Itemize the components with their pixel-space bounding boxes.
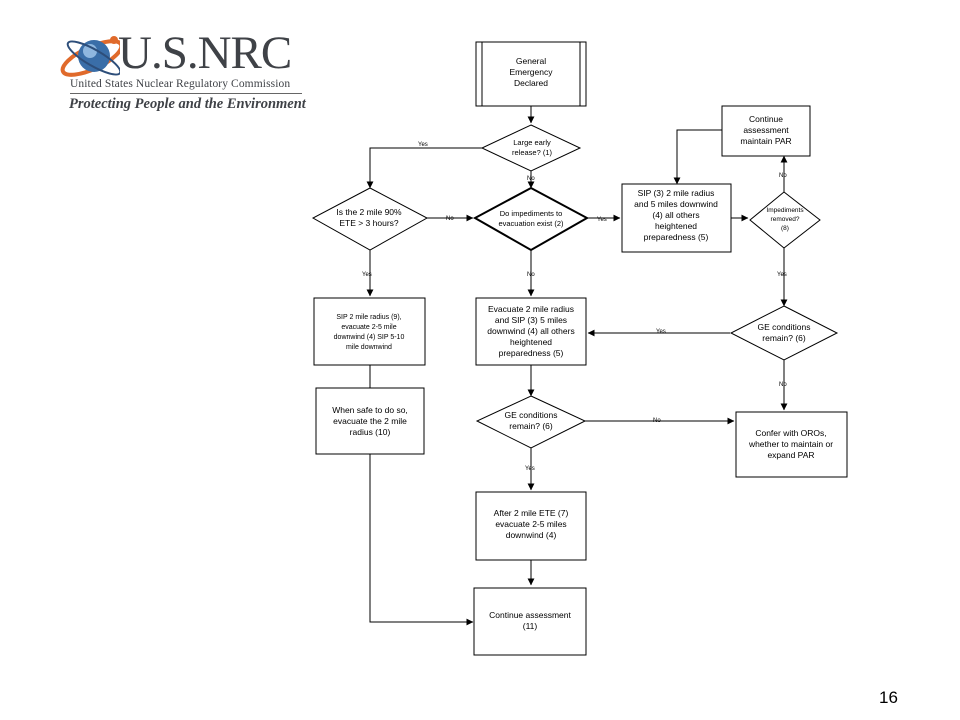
node-text-line: Do impediments to: [500, 209, 563, 218]
decision-impediments-removed: [749, 191, 821, 249]
edge-label-ete-no: No: [446, 216, 454, 222]
node-text-line: evacuation exist (2): [498, 219, 564, 228]
edge-label-large-no: No: [527, 176, 535, 182]
edge-label-removed-yes: Yes: [777, 272, 787, 278]
node-text-line: SIP (3) 2 mile radius: [638, 188, 715, 198]
node-text-line: removed?: [771, 216, 800, 223]
node-text-line: radius (10): [350, 427, 391, 437]
edge-release-yes: [366, 147, 482, 189]
nrc-logo: U.S.NRC United States Nuclear Regulatory…: [50, 18, 310, 118]
node-sip-2mile-5mile: [621, 183, 732, 253]
decision-impediments-exist: [472, 186, 590, 252]
node-confer-oros: [735, 411, 848, 478]
node-text-line: remain? (6): [509, 421, 553, 431]
node-when-safe: [315, 387, 425, 455]
node-text-line: preparedness (5): [644, 232, 709, 242]
decision-ge-remain-right: [729, 305, 839, 361]
node-text-line: maintain PAR: [740, 136, 791, 146]
decision-ge-remain-center: [475, 395, 587, 449]
node-text-line: Evacuate 2 mile radius: [488, 304, 574, 314]
label-sip-2mile-9: SIP 2 mile radius (9), evacuate 2-5 mile d…: [334, 314, 405, 351]
node-text-line: Large early: [513, 138, 551, 147]
node-text-line: heightened: [655, 221, 697, 231]
node-text-line: and SIP (3) 5 miles: [495, 315, 567, 325]
node-text-line: and 5 miles downwind: [634, 199, 718, 209]
node-text-line: evacuate 2-5 miles: [495, 519, 566, 529]
node-text-line: heightened: [510, 337, 552, 347]
node-text-line: Continue assessment: [489, 610, 571, 620]
label-2mile-ete: Is the 2 mile 90%ETE > 3 hours?: [336, 207, 402, 228]
node-text-line: downwind (4) all others: [487, 326, 574, 336]
decision-2mile-ete: [311, 187, 429, 251]
node-text-line: downwind (4) SIP 5-10: [334, 334, 405, 341]
edge-label-large-yes: Yes: [418, 142, 428, 148]
atom-globe-icon: [60, 36, 120, 77]
node-continue-maintain: [721, 105, 811, 157]
label-impediments-removed: Impediments removed? (8): [766, 207, 804, 232]
node-text-line: (11): [523, 621, 538, 631]
node-general-emergency: [475, 41, 587, 107]
node-text-line: Confer with OROs,: [755, 428, 826, 438]
node-text-line: GE conditions: [758, 322, 811, 332]
page-number: 16: [879, 688, 898, 707]
node-text-line: SIP 2 mile radius (9),: [336, 314, 401, 321]
label-continue-assessment: Continue assessment(11): [489, 610, 571, 631]
node-text-line: evacuate 2-5 mile: [341, 324, 396, 331]
edge-label-gec-yes: Yes: [525, 466, 535, 472]
node-text-line: Is the 2 mile 90%: [336, 207, 402, 217]
node-text-line: (4) all others: [652, 210, 699, 220]
edge-continue-back: [673, 129, 722, 185]
node-text-line: assessment: [743, 125, 789, 135]
logo-brand: U.S.NRC: [118, 27, 292, 79]
node-text-line: When safe to do so,: [332, 405, 408, 415]
edge-label-gec-no: No: [653, 418, 661, 424]
node-text-line: (8): [781, 225, 789, 232]
node-text-line: General: [516, 56, 546, 66]
logo-tagline: Protecting People and the Environment: [69, 96, 306, 112]
node-continue-assessment: [473, 587, 587, 656]
node-text-line: Impediments: [766, 207, 804, 214]
edge-safe-to-continue: [369, 454, 474, 626]
decision-large-release: [480, 124, 582, 172]
node-text-line: downwind (4): [506, 530, 557, 540]
node-text-line: After 2 mile ETE (7): [494, 508, 569, 518]
logo-divider: [70, 93, 302, 94]
node-text-line: mile downwind: [346, 344, 392, 351]
node-text-line: ETE > 3 hours?: [339, 218, 399, 228]
node-text-line: Continue: [749, 114, 783, 124]
node-evac-2mile-sip5: [475, 297, 587, 366]
edge-label-imp-yes: Yes: [597, 217, 607, 223]
node-text-line: expand PAR: [767, 450, 814, 460]
edge-label-ete-yes: Yes: [362, 272, 372, 278]
connectors: [366, 106, 788, 626]
node-text-line: preparedness (5): [499, 348, 564, 358]
node-text-line: Emergency: [510, 67, 554, 77]
edge-label-imp-no: No: [527, 272, 535, 278]
node-text-line: release? (1): [512, 148, 553, 157]
edge-label-ger-no: No: [779, 382, 787, 388]
edge-label-ger-yes: Yes: [656, 329, 666, 335]
node-text-line: GE conditions: [505, 410, 558, 420]
node-text-line: evacuate the 2 mile: [333, 416, 407, 426]
node-text-line: remain? (6): [762, 333, 806, 343]
logo-subtitle: United States Nuclear Regulatory Commiss…: [70, 78, 291, 90]
node-after-2mile-ete: [475, 491, 587, 561]
node-sip-2mile-9: [313, 297, 426, 366]
edge-label-removed-no: No: [779, 173, 787, 179]
node-text-line: Declared: [514, 78, 548, 88]
node-text-line: whether to maintain or: [748, 439, 833, 449]
